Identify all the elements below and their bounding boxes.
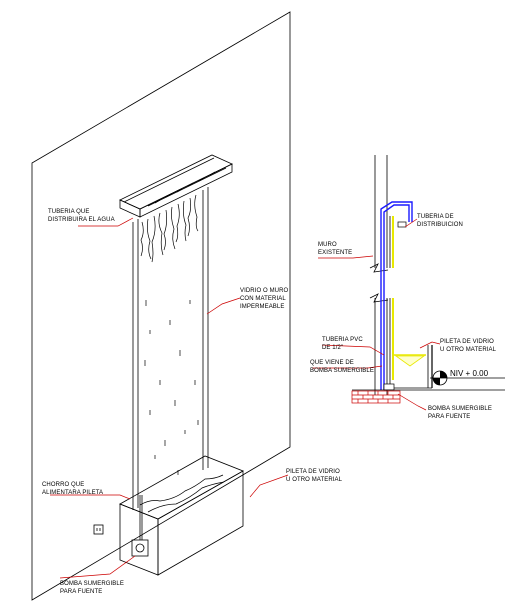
label-chorro-2: ALIMENTARA PILETA — [42, 490, 103, 496]
water-streams — [140, 194, 199, 475]
basin — [119, 455, 244, 576]
label-tuberia-distribuye-1: TUBERIA QUE — [48, 209, 89, 215]
existing-wall — [369, 155, 389, 395]
label-tuberia-distrib-2: DISTRIBUICION — [417, 222, 463, 228]
label-vidrio-muro-3: IMPERMEABLE — [240, 304, 284, 310]
label-bomba-left-2: PARA FUENTE — [60, 589, 102, 595]
label-vidrio-muro-2: CON MATERIAL — [240, 296, 286, 302]
isometric-view: TUBERIA QUE DISTRIBUIRA EL AGUA VIDRIO O… — [31, 11, 343, 601]
label-bomba-right-2: PARA FUENTE — [428, 414, 470, 420]
label-pileta-right-2: U OTRO MATERIAL — [440, 347, 497, 353]
glass-panel — [132, 187, 209, 510]
label-pileta-right-1: PILETA DE VIDRIO — [440, 339, 494, 345]
label-bomba-left-1: BOMBA SUMERGIBLE — [60, 581, 124, 587]
level-marker — [430, 370, 505, 386]
label-nivel: NIV + 0.00 — [450, 369, 489, 378]
distribution-channel — [119, 154, 233, 218]
left-leaders — [50, 217, 289, 579]
label-pvc-1: TUBERIA PVC — [322, 337, 363, 343]
back-wall — [31, 11, 291, 601]
label-pvc-2: DE 1/2" — [322, 345, 343, 351]
label-viene-1: QUE VIENE DE — [310, 360, 354, 366]
glass-water — [389, 216, 394, 385]
distribution-pipe — [380, 201, 413, 390]
label-viene-2: BOMBA SUMERGIBLE — [310, 368, 374, 374]
label-bomba-right-1: BOMBA SUMERGIBLE — [428, 406, 492, 412]
floor — [351, 389, 505, 404]
label-tuberia-distribuye-2: DISTRIBUIRA EL AGUA — [48, 217, 115, 223]
label-pileta-left-1: PILETA DE VIDRIO — [286, 469, 340, 475]
label-pileta-left-2: U OTRO MATERIAL — [286, 477, 343, 483]
submersible-pump — [131, 495, 149, 557]
brick-hatch — [351, 390, 401, 404]
label-chorro-1: CHORRO QUE — [42, 482, 84, 488]
label-muro-1: MURO — [318, 242, 337, 248]
label-tuberia-distrib-1: TUBERIA DE — [417, 214, 454, 220]
label-muro-2: EXISTENTE — [318, 250, 352, 256]
outlet-icon — [93, 524, 104, 535]
label-vidrio-muro-1: VIDRIO O MURO — [240, 288, 289, 294]
section-view: TUBERIA DE DISTRIBUICION MURO EXISTENTE … — [310, 155, 505, 420]
right-leaders — [312, 218, 441, 411]
basin-section — [383, 345, 433, 391]
